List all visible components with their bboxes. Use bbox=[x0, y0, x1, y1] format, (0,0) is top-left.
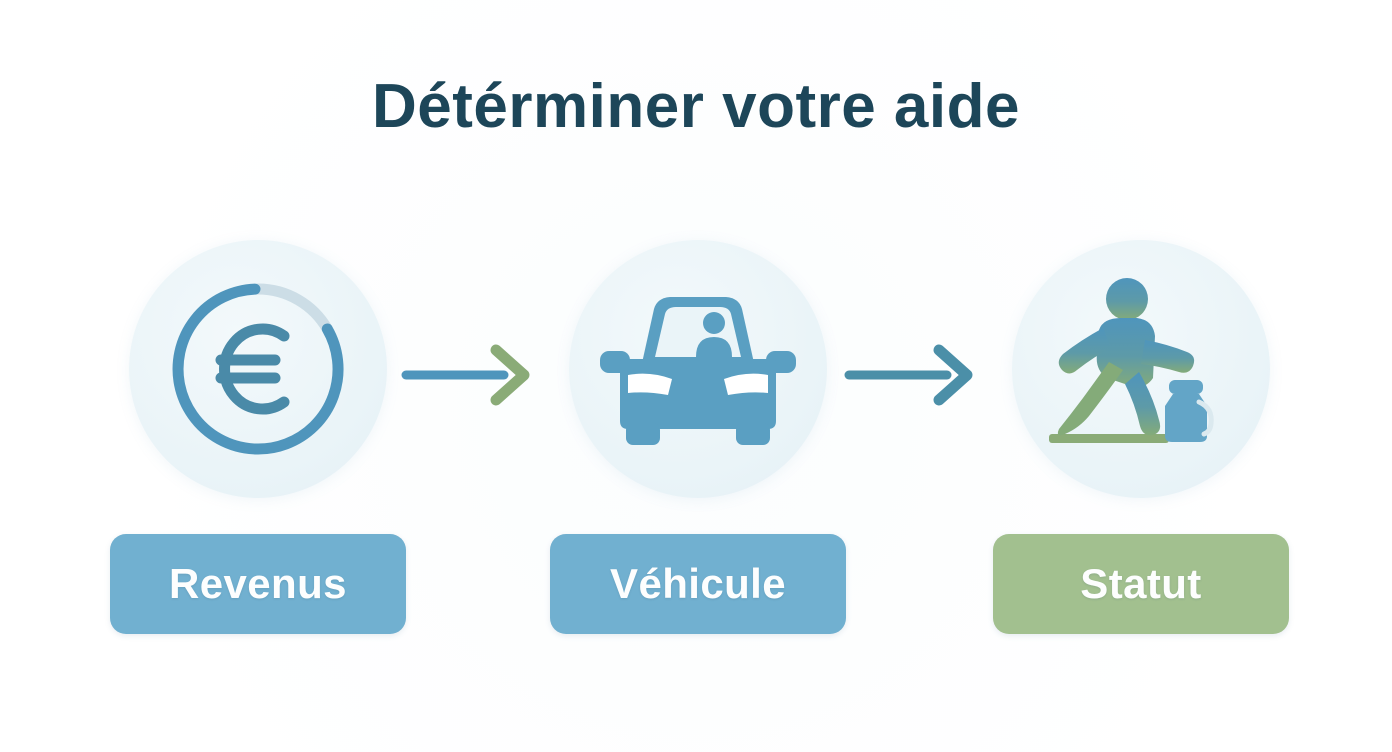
pill-statut[interactable]: Statut bbox=[993, 534, 1289, 634]
walking-person-with-bag-icon bbox=[1041, 274, 1241, 464]
pill-label-revenus: Revenus bbox=[169, 560, 347, 607]
steps-row: Revenus bbox=[0, 240, 1392, 650]
pill-vehicule[interactable]: Véhicule bbox=[550, 534, 846, 634]
pill-label-vehicule: Véhicule bbox=[610, 560, 786, 607]
arrow-vehicule-to-statut bbox=[843, 340, 983, 410]
pill-label-statut: Statut bbox=[1080, 560, 1202, 607]
step-vehicule[interactable]: Véhicule bbox=[550, 240, 846, 650]
pill-revenus[interactable]: Revenus bbox=[110, 534, 406, 634]
step-statut[interactable]: Statut bbox=[993, 240, 1289, 650]
icon-circle-statut bbox=[1012, 240, 1270, 498]
euro-progress-ring-icon bbox=[163, 274, 353, 464]
step-revenus[interactable]: Revenus bbox=[110, 240, 406, 650]
page-title: Détérminer votre aide bbox=[372, 72, 1020, 141]
car-front-icon bbox=[598, 279, 798, 459]
arrow-revenus-to-vehicule bbox=[400, 340, 540, 410]
icon-circle-revenus bbox=[129, 240, 387, 498]
icon-circle-vehicule bbox=[569, 240, 827, 498]
